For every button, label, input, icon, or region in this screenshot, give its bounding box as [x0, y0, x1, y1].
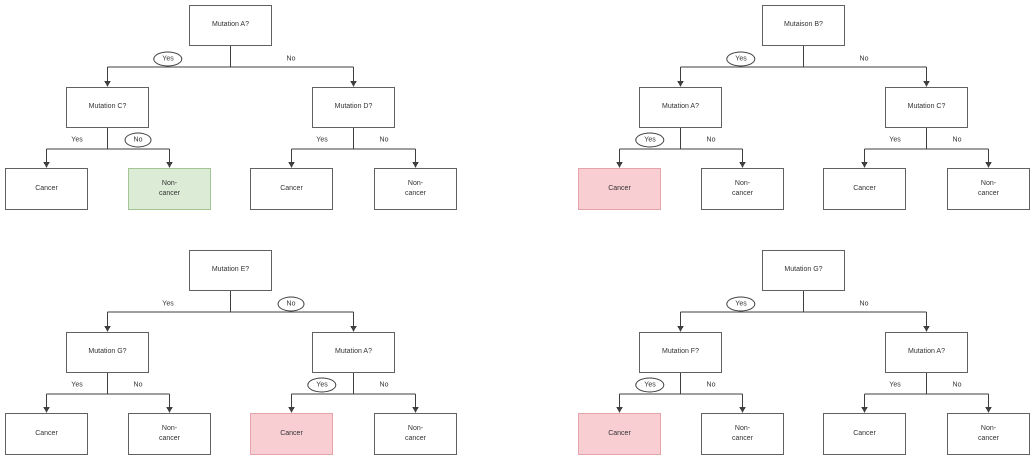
leaf-node: Cancer: [823, 413, 906, 455]
edge-label-yes: Yes: [71, 136, 83, 144]
root-node: Mutaison B?: [762, 5, 845, 46]
tree-edges: [616, 46, 992, 168]
root-node: Mutation E?: [189, 250, 272, 291]
edge-label-no: No: [379, 136, 389, 144]
decision-tree-bottom-right: Mutation G? Yes No Mutation F? Mutation …: [573, 245, 1033, 460]
edge-label-no: No: [706, 381, 716, 389]
edge-label-no: No: [952, 136, 962, 144]
decision-tree-bottom-left: Mutation E? Yes No Mutation G? Mutation …: [0, 245, 460, 460]
decision-node: Mutation C?: [885, 87, 968, 128]
leaf-node: Cancer: [578, 413, 661, 455]
decision-node: Mutation D?: [312, 87, 395, 128]
edge-label-no: No: [133, 381, 143, 389]
edge-label-no: No: [952, 381, 962, 389]
decision-node: Mutation A?: [312, 332, 395, 373]
edge-label-no: No: [124, 132, 152, 148]
edge-label-no: No: [706, 136, 716, 144]
tree-edges: [43, 291, 419, 413]
root-node: Mutation G?: [762, 250, 845, 291]
decision-node: Mutation C?: [66, 87, 149, 128]
edge-label-yes: Yes: [726, 296, 756, 312]
edge-label-yes: Yes: [153, 51, 183, 67]
edge-label-no: No: [379, 381, 389, 389]
edge-label-no: No: [277, 296, 305, 312]
leaf-node: Non- cancer: [374, 168, 457, 210]
leaf-node: Non- cancer: [701, 413, 784, 455]
leaf-node: Non- cancer: [128, 168, 211, 210]
decision-node: Mutation G?: [66, 332, 149, 373]
edge-label-yes: Yes: [71, 381, 83, 389]
leaf-node: Non- cancer: [947, 413, 1030, 455]
edge-label-yes: Yes: [307, 377, 337, 393]
leaf-node: Non- cancer: [128, 413, 211, 455]
leaf-node: Non- cancer: [947, 168, 1030, 210]
edge-label-no: No: [859, 55, 869, 63]
decision-node: Mutation A?: [639, 87, 722, 128]
leaf-node: Cancer: [5, 168, 88, 210]
tree-edges: [616, 291, 992, 413]
leaf-node: Cancer: [250, 413, 333, 455]
edge-label-yes: Yes: [635, 132, 665, 148]
edge-label-yes: Yes: [635, 377, 665, 393]
leaf-node: Non- cancer: [374, 413, 457, 455]
leaf-node: Cancer: [250, 168, 333, 210]
decision-node: Mutation F?: [639, 332, 722, 373]
leaf-node: Cancer: [578, 168, 661, 210]
leaf-node: Non- cancer: [701, 168, 784, 210]
root-node: Mutation A?: [189, 5, 272, 46]
leaf-node: Cancer: [5, 413, 88, 455]
edge-label-no: No: [859, 300, 869, 308]
edge-label-yes: Yes: [316, 136, 328, 144]
leaf-node: Cancer: [823, 168, 906, 210]
edge-label-yes: Yes: [726, 51, 756, 67]
edge-label-yes: Yes: [889, 136, 901, 144]
tree-edges: [43, 46, 419, 168]
edge-label-no: No: [286, 55, 296, 63]
decision-tree-top-left: Mutation A? Yes No Mutation C? Mutation …: [0, 0, 460, 215]
decision-tree-top-right: Mutaison B? Yes No Mutation A? Mutation …: [573, 0, 1033, 215]
decision-node: Mutation A?: [885, 332, 968, 373]
edge-label-yes: Yes: [889, 381, 901, 389]
edge-label-yes: Yes: [162, 300, 174, 308]
